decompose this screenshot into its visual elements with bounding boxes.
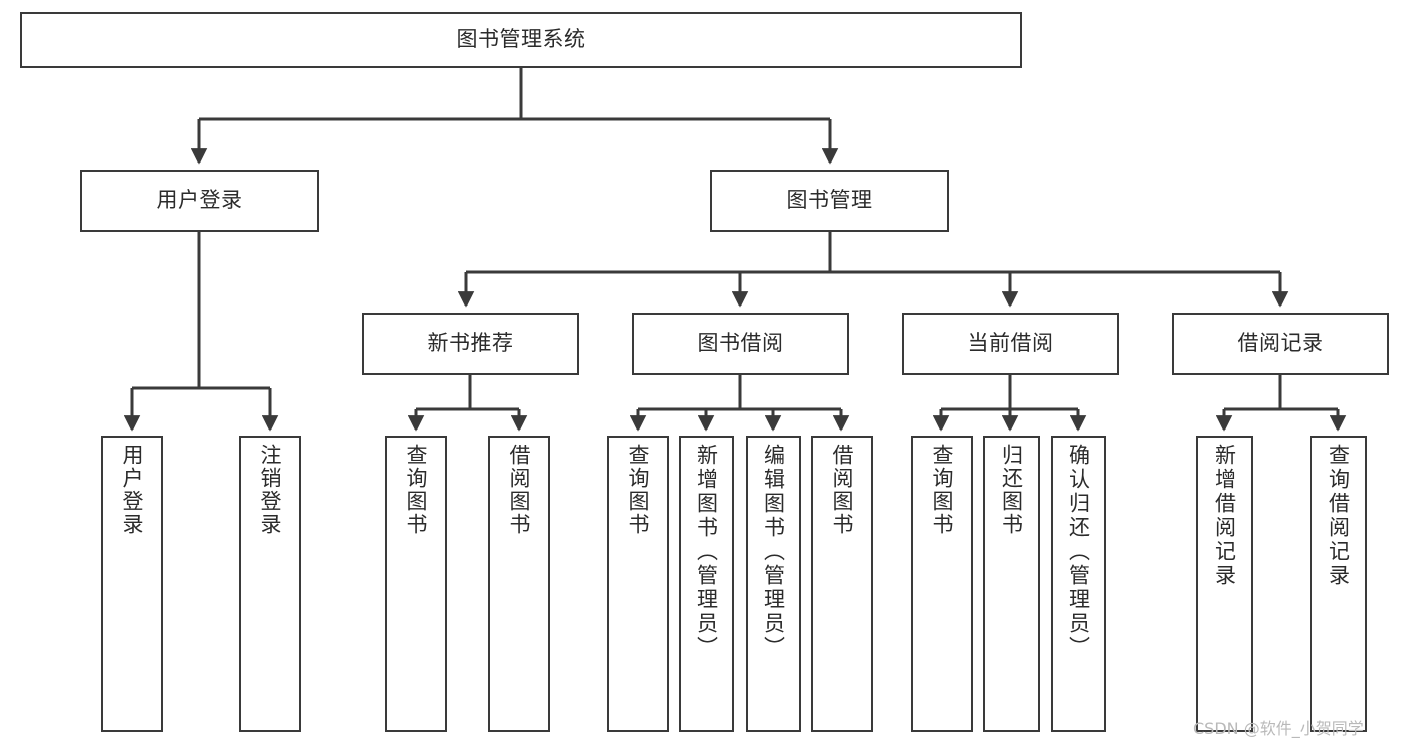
node-label: 确认归还（管理员） [1066,444,1091,660]
node-label: 借阅记录 [1237,331,1324,356]
node-label: 借阅图书 [507,444,532,536]
node-book-management[interactable]: 图书管理 [710,170,949,232]
leaf-query-book-2[interactable]: 查询图书 [607,436,669,732]
node-label: 当前借阅 [967,331,1054,356]
node-label: 用户登录 [156,188,243,213]
node-new-book-recommend[interactable]: 新书推荐 [362,313,579,375]
node-label: 编辑图书（管理员） [761,444,786,660]
leaf-confirm-return[interactable]: 确认归还（管理员） [1051,436,1106,732]
node-label: 查询借阅记录 [1326,444,1351,588]
leaf-query-record[interactable]: 查询借阅记录 [1310,436,1367,732]
leaf-add-record[interactable]: 新增借阅记录 [1196,436,1253,732]
node-current-borrow[interactable]: 当前借阅 [902,313,1119,375]
leaf-query-book-3[interactable]: 查询图书 [911,436,973,732]
node-label: 图书管理 [786,188,873,213]
leaf-add-book[interactable]: 新增图书（管理员） [679,436,734,732]
node-label: 查询图书 [626,444,651,536]
leaf-borrow-book-1[interactable]: 借阅图书 [488,436,550,732]
node-label: 新增图书（管理员） [694,444,719,660]
leaf-borrow-book-2[interactable]: 借阅图书 [811,436,873,732]
node-label: 新书推荐 [427,331,514,356]
node-label: 查询图书 [930,444,955,536]
leaf-return-book[interactable]: 归还图书 [983,436,1040,732]
node-user-login[interactable]: 用户登录 [80,170,319,232]
node-borrow-record[interactable]: 借阅记录 [1172,313,1389,375]
leaf-user-logout[interactable]: 注销登录 [239,436,301,732]
node-root-system[interactable]: 图书管理系统 [20,12,1022,68]
node-label: 新增借阅记录 [1212,444,1237,588]
leaf-edit-book[interactable]: 编辑图书（管理员） [746,436,801,732]
node-label: 图书借阅 [697,331,784,356]
node-book-borrow[interactable]: 图书借阅 [632,313,849,375]
node-label: 查询图书 [404,444,429,536]
node-label: 注销登录 [258,444,283,536]
leaf-user-login[interactable]: 用户登录 [101,436,163,732]
node-label: 归还图书 [999,444,1024,536]
node-label: 借阅图书 [830,444,855,536]
leaf-query-book-1[interactable]: 查询图书 [385,436,447,732]
node-label: 图书管理系统 [456,27,586,52]
node-label: 用户登录 [120,444,145,536]
